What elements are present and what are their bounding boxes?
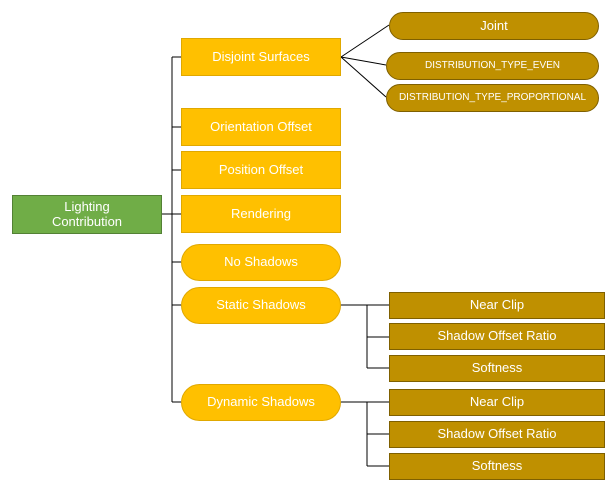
static-shadows-label: Static Shadows <box>216 297 306 313</box>
static-shadows-node: Static Shadows <box>181 287 341 324</box>
lighting-contribution-node: Lighting Contribution <box>12 195 162 234</box>
static-near-clip-node: Near Clip <box>389 292 605 319</box>
dynamic-softness-label: Softness <box>471 458 523 474</box>
dynamic-softness-node: Softness <box>389 453 605 480</box>
no-shadows-node: No Shadows <box>181 244 341 281</box>
dynamic-shadows-node: Dynamic Shadows <box>181 384 341 421</box>
rendering-node: Rendering <box>181 195 341 233</box>
dynamic-shadows-label: Dynamic Shadows <box>207 394 315 410</box>
static-softness-label: Softness <box>471 360 523 376</box>
rendering-label: Rendering <box>231 205 291 221</box>
disjoint-surfaces-label: Disjoint Surfaces <box>212 48 310 64</box>
lighting-contribution-label: Lighting Contribution <box>51 198 123 229</box>
no-shadows-label: No Shadows <box>224 254 298 270</box>
distribution-even-node: DISTRIBUTION_TYPE_EVEN <box>386 52 599 80</box>
joint-label: Joint <box>480 17 508 33</box>
distribution-proportional-node: DISTRIBUTION_TYPE_PROPORTIONAL <box>386 84 599 112</box>
disjoint-surfaces-node: Disjoint Surfaces <box>181 38 341 76</box>
orientation-offset-node: Orientation Offset <box>181 108 341 146</box>
distribution-proportional-label: DISTRIBUTION_TYPE_PROPORTIONAL <box>398 92 587 104</box>
dynamic-shadow-offset-ratio-label: Shadow Offset Ratio <box>437 426 557 442</box>
static-shadow-offset-ratio-label: Shadow Offset Ratio <box>437 328 557 344</box>
static-softness-node: Softness <box>389 355 605 382</box>
distribution-even-label: DISTRIBUTION_TYPE_EVEN <box>424 60 561 72</box>
position-offset-label: Position Offset <box>218 161 304 177</box>
orientation-offset-label: Orientation Offset <box>210 118 312 134</box>
dynamic-shadow-offset-ratio-node: Shadow Offset Ratio <box>389 421 605 448</box>
position-offset-node: Position Offset <box>181 151 341 189</box>
dynamic-near-clip-label: Near Clip <box>469 394 525 410</box>
dynamic-near-clip-node: Near Clip <box>389 389 605 416</box>
static-shadow-offset-ratio-node: Shadow Offset Ratio <box>389 323 605 350</box>
joint-node: Joint <box>389 12 599 40</box>
static-near-clip-label: Near Clip <box>469 297 525 313</box>
